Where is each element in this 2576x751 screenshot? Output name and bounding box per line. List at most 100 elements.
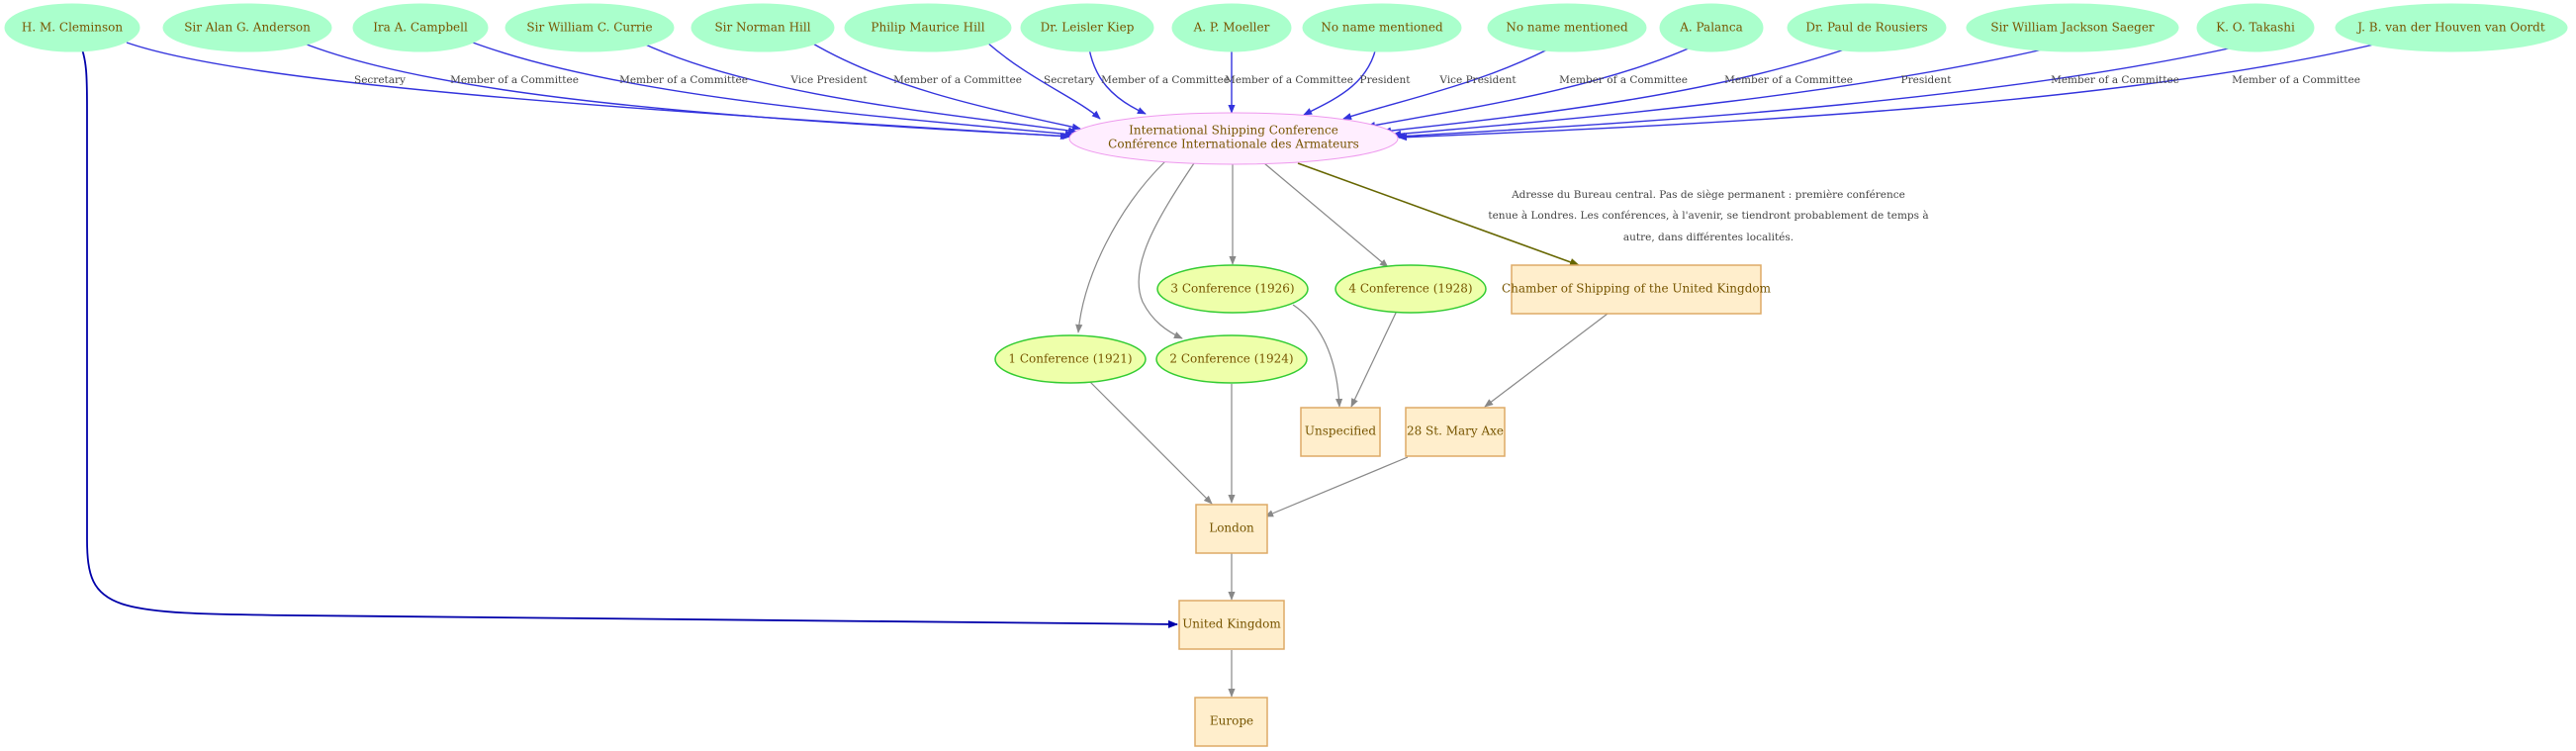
edge-isc-conf4 — [1263, 162, 1389, 268]
person-name: Sir William Jackson Saeger — [1990, 21, 2155, 35]
organization-name-en: International Shipping Conference — [1129, 124, 1338, 138]
person-name: K. O. Takashi — [2216, 21, 2295, 35]
edge-label-noname1: President — [1360, 74, 1412, 86]
edge-label-saeger: President — [1901, 74, 1953, 86]
edge-kiep-member — [1087, 42, 1147, 115]
edge-label-cleminson: Secretary — [354, 74, 406, 86]
edge-cleminson-uk — [78, 42, 1178, 628]
person-node[interactable]: No name mentioned — [1487, 3, 1647, 52]
person-node[interactable]: J. B. van der Houven van Oordt — [2335, 3, 2568, 52]
edge-rousiers-member — [1382, 42, 1866, 135]
conference-label: 1 Conference (1921) — [1008, 352, 1132, 366]
edge-palanca-member — [1366, 42, 1702, 130]
person-node[interactable]: Philip Maurice Hill — [844, 3, 1012, 52]
edge-currie-vice-president — [640, 42, 1077, 135]
conference-node[interactable]: 1 Conference (1921) — [994, 334, 1147, 384]
edge-campbell-member — [472, 42, 1074, 138]
edge-isc-chamber — [1297, 162, 1580, 266]
conference-label: 3 Conference (1926) — [1170, 282, 1294, 296]
person-node[interactable]: K. O. Takashi — [2196, 3, 2315, 52]
edge-conf4-unspecified — [1350, 308, 1399, 408]
edge-takashi-member — [1396, 42, 2256, 141]
address-note: Adresse du Bureau central. Pas de siège … — [1488, 189, 1928, 243]
organization-name-fr: Conférence Internationale des Armateurs — [1108, 138, 1359, 151]
person-node[interactable]: Dr. Leisler Kiep — [1020, 3, 1154, 52]
edge-label-takashi: Member of a Committee — [2051, 74, 2179, 86]
edge-label-oordt: Member of a Committee — [2232, 74, 2360, 86]
person-name: Sir Norman Hill — [714, 21, 810, 35]
conference-nodes: 1 Conference (1921) 2 Conference (1924) … — [994, 264, 1487, 384]
person-node[interactable]: Dr. Paul de Rousiers — [1787, 3, 1947, 52]
edge-label-norman-hill: Member of a Committee — [893, 74, 1022, 86]
person-name: Dr. Leisler Kiep — [1041, 21, 1135, 35]
person-node[interactable]: Ira A. Campbell — [352, 3, 489, 52]
place-label: Chamber of Shipping of the United Kingdo… — [1502, 282, 1772, 296]
edge-label-philip-hill: Secretary — [1044, 74, 1095, 86]
role-edge-labels: Secretary Member of a Committee Member o… — [354, 74, 2360, 86]
note-line: Adresse du Bureau central. Pas de siège … — [1511, 189, 1905, 201]
person-node[interactable]: H. M. Cleminson — [4, 3, 140, 52]
edge-label-currie: Vice President — [789, 74, 868, 86]
edge-isc-conf1 — [1075, 160, 1166, 333]
structure-edges — [78, 42, 1609, 698]
edge-saeger-president — [1392, 42, 2073, 138]
edge-oordt-member — [1398, 42, 2383, 141]
person-node[interactable]: No name mentioned — [1302, 3, 1462, 52]
place-node-london[interactable]: London — [1195, 504, 1268, 554]
person-name: Sir William C. Currie — [526, 21, 652, 35]
place-node-address[interactable]: 28 St. Mary Axe — [1405, 407, 1506, 457]
edge-label-noname2: Vice President — [1438, 74, 1517, 86]
person-node[interactable]: Sir Alan G. Anderson — [162, 3, 332, 52]
person-name: Philip Maurice Hill — [871, 21, 984, 35]
edge-conf1-london — [1089, 381, 1213, 505]
place-label: 28 St. Mary Axe — [1407, 424, 1504, 438]
edge-conf3-unspecified — [1292, 304, 1343, 408]
edge-noname1-president — [1303, 42, 1378, 116]
edge-label-anderson: Member of a Committee — [450, 74, 579, 86]
edge-label-moeller: Member of a Committee — [1225, 74, 1353, 86]
person-name: Sir Alan G. Anderson — [184, 21, 311, 35]
edge-label-campbell: Member of a Committee — [619, 74, 748, 86]
organization-node[interactable]: International Shipping Conference Confér… — [1068, 112, 1399, 165]
person-name: No name mentioned — [1506, 21, 1628, 35]
conference-node[interactable]: 3 Conference (1926) — [1156, 264, 1309, 314]
place-node-unspecified[interactable]: Unspecified — [1300, 407, 1381, 457]
conference-label: 2 Conference (1924) — [1169, 352, 1293, 366]
edge-address-london — [1264, 456, 1409, 517]
place-node-chamber[interactable]: Chamber of Shipping of the United Kingdo… — [1502, 264, 1772, 315]
person-node[interactable]: A. P. Moeller — [1171, 3, 1292, 52]
place-nodes: Chamber of Shipping of the United Kingdo… — [1178, 264, 1772, 747]
person-name: No name mentioned — [1321, 21, 1443, 35]
conference-node[interactable]: 4 Conference (1928) — [1334, 264, 1487, 314]
person-name: A. Palanca — [1679, 21, 1743, 35]
person-name: Ira A. Campbell — [373, 21, 468, 35]
role-edges — [126, 42, 2383, 141]
place-label: Unspecified — [1305, 424, 1376, 438]
place-label: Europe — [1210, 714, 1253, 728]
edge-cleminson-secretary — [126, 42, 1069, 141]
place-label: United Kingdom — [1182, 617, 1281, 631]
note-line: tenue à Londres. Les conférences, à l'av… — [1488, 210, 1928, 222]
conference-node[interactable]: 2 Conference (1924) — [1155, 334, 1308, 384]
edge-label-rousiers: Member of a Committee — [1724, 74, 1853, 86]
edge-label-palanca: Member of a Committee — [1559, 74, 1688, 86]
edge-anderson-member — [301, 42, 1071, 141]
place-node-uk[interactable]: United Kingdom — [1178, 600, 1285, 650]
person-node[interactable]: Sir William C. Currie — [505, 3, 675, 52]
edge-isc-conf2 — [1138, 162, 1195, 339]
person-node[interactable]: A. Palanca — [1659, 3, 1764, 52]
place-label: London — [1209, 521, 1254, 535]
person-name: H. M. Cleminson — [22, 21, 123, 35]
people-nodes: H. M. Cleminson Sir Alan G. Anderson Ira… — [4, 3, 2568, 52]
edge-philip-hill-secretary — [986, 42, 1101, 120]
person-node[interactable]: Sir William Jackson Saeger — [1966, 3, 2179, 52]
edge-label-kiep: Member of a Committee — [1101, 74, 1230, 86]
edge-noname2-vice-president — [1342, 42, 1562, 120]
person-name: A. P. Moeller — [1193, 21, 1270, 35]
edge-chamber-address — [1484, 313, 1609, 408]
place-node-europe[interactable]: Europe — [1194, 697, 1268, 747]
person-name: J. B. van der Houven van Oordt — [2355, 21, 2545, 35]
person-node[interactable]: Sir Norman Hill — [690, 3, 835, 52]
conference-label: 4 Conference (1928) — [1348, 282, 1472, 296]
